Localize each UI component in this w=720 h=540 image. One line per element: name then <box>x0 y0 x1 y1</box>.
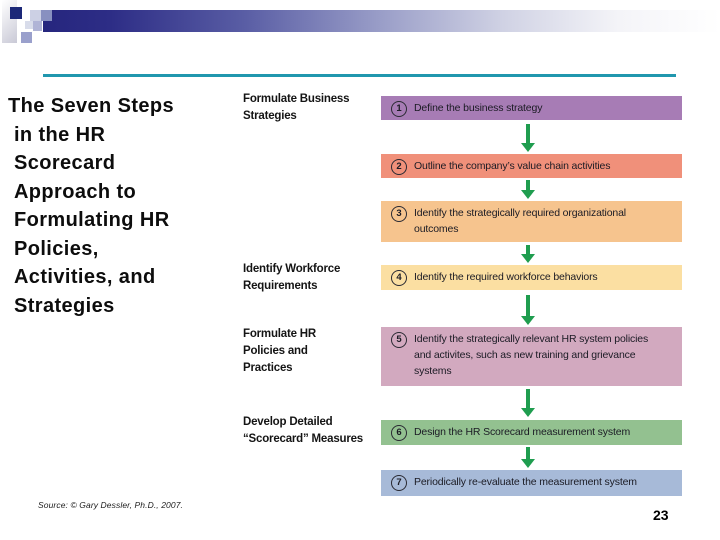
step-number-circle: 2 <box>391 159 407 175</box>
down-arrow-icon <box>521 447 535 468</box>
pixel-square-light <box>30 10 41 21</box>
step-text: Periodically re-evaluate the measurement… <box>414 476 637 488</box>
step-text: Outline the company’s value chain activi… <box>414 160 611 172</box>
down-arrow-icon <box>521 245 535 263</box>
step-text: Identify the strategically required orga… <box>414 207 626 235</box>
step-box-1: 1 Define the business strategy <box>381 96 682 120</box>
step-box-3: 3 Identify the strategically required or… <box>381 201 682 242</box>
pixel-square-lavender <box>21 32 32 43</box>
step-box-6: 6 Design the HR Scorecard measurement sy… <box>381 420 682 445</box>
step-box-2: 2 Outline the company’s value chain acti… <box>381 154 682 178</box>
step-number-circle: 6 <box>391 425 407 441</box>
title-underline <box>43 74 676 77</box>
stage-label-formulate-business-strategies: Formulate Business Strategies <box>243 93 350 122</box>
down-arrow-icon <box>521 389 535 417</box>
down-arrow-icon <box>521 124 535 152</box>
step-text: Identify the required workforce behavior… <box>414 271 598 283</box>
step-number-circle: 7 <box>391 475 407 491</box>
step-box-7: 7 Periodically re-evaluate the measureme… <box>381 470 682 496</box>
step-number-circle: 3 <box>391 206 407 222</box>
step-text: Design the HR Scorecard measurement syst… <box>414 426 631 438</box>
header-gradient-bar <box>43 10 720 32</box>
down-arrow-icon <box>521 180 535 199</box>
down-arrow-icon <box>521 295 535 325</box>
stage-label-develop-scorecard-measures: Develop Detailed “Scorecard” Measures <box>243 416 364 445</box>
pixel-square-navy <box>10 7 22 19</box>
stage-label-formulate-hr-policies: Formulate HR Policies and Practices <box>243 328 316 374</box>
page-number: 23 <box>653 507 669 523</box>
step-text: Define the business strategy <box>414 102 543 114</box>
pixel-square-mid <box>33 21 42 31</box>
slide-title: The Seven Steps in the HR Scorecard Appr… <box>8 95 175 317</box>
step-number-circle: 1 <box>391 101 407 117</box>
pixel-square-slate <box>41 10 52 21</box>
step-number-circle: 4 <box>391 270 407 286</box>
step-number-circle: 5 <box>391 332 407 348</box>
step-box-4: 4 Identify the required workforce behavi… <box>381 265 682 290</box>
stage-label-identify-workforce-requirements: Identify Workforce Requirements <box>243 263 341 292</box>
source-credit: Source: © Gary Dessler, Ph.D., 2007. <box>38 500 183 510</box>
pixel-square-pale <box>25 21 33 29</box>
step-box-5: 5 Identify the strategically relevant HR… <box>381 327 682 386</box>
step-text: Identify the strategically relevant HR s… <box>414 333 649 377</box>
